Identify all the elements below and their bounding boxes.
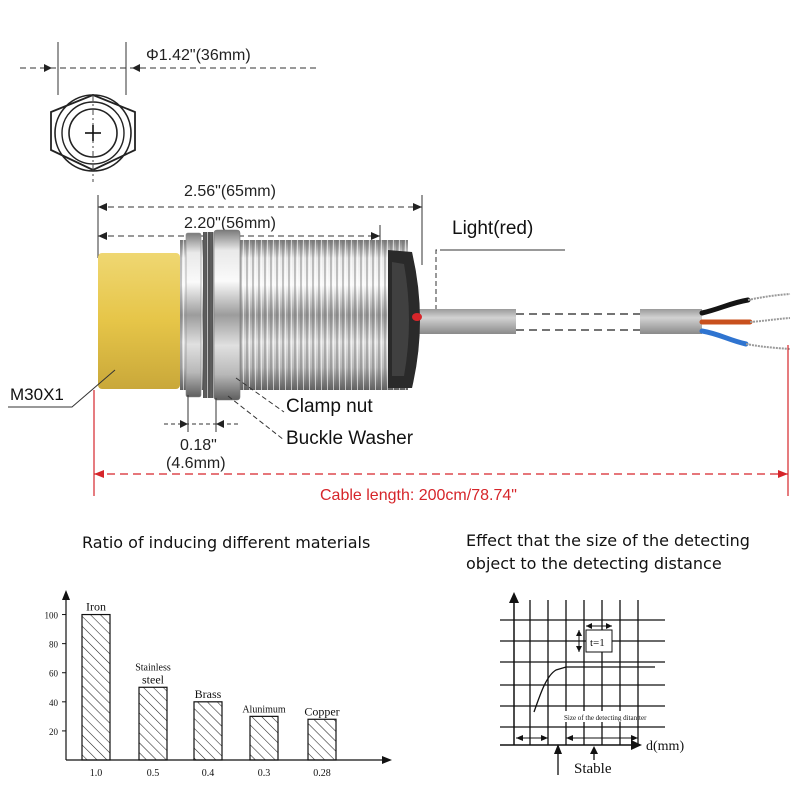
bar	[249, 715, 279, 761]
y-tick-label: 80	[49, 640, 59, 650]
y-tick-label: 100	[45, 611, 59, 621]
detect-curve	[533, 666, 655, 713]
graph-inner-label: Size of the detecting ditantter	[564, 714, 647, 722]
blue-wire	[699, 328, 749, 347]
total-length-label: 2.56"(65mm)	[184, 183, 276, 200]
bar-label: Copper	[304, 704, 339, 718]
light-callout-line	[420, 249, 445, 319]
graph-x-label: d(mm)	[646, 739, 684, 754]
chart-title: Ratio of inducing different materials	[82, 533, 370, 552]
front-view: Φ1.42"(36mm)	[20, 42, 318, 182]
light-label: Light(red)	[452, 218, 533, 239]
material-ratio-chart: Ratio of inducing different materials 20…	[45, 533, 392, 779]
graph-y-arrow-icon	[509, 592, 519, 603]
x-tick-label: 0.3	[258, 768, 271, 779]
washer-thickness-in: 0.18"	[180, 437, 217, 454]
bar	[193, 701, 223, 761]
graph-title-line1: Effect that the size of the detecting	[466, 531, 750, 550]
thread-length-label: 2.20"(56mm)	[184, 215, 276, 232]
nut-inner-circle	[61, 101, 125, 165]
cable-length-label: Cable length: 200cm/78.74"	[320, 487, 517, 504]
unit-label: t=1	[590, 637, 605, 649]
x-tick-label: 0.5	[147, 768, 160, 779]
sensing-face	[98, 253, 180, 389]
x-axis-arrow-icon	[382, 756, 392, 764]
arrow-right-icon	[44, 64, 52, 72]
bar-label: Stainless	[135, 662, 171, 673]
diameter-label: Φ1.42"(36mm)	[146, 47, 251, 64]
x-tick-label: 0.28	[313, 768, 331, 779]
arrow-left-icon	[132, 64, 140, 72]
side-view: 2.56"(65mm) 2.20"(56mm) Light(red)	[8, 183, 791, 504]
graph-title-line2: object to the detecting distance	[466, 554, 722, 573]
bar-label: steel	[142, 672, 165, 686]
cable-end	[640, 309, 702, 334]
graph-x-arrow-icon	[631, 740, 642, 750]
stable-arrow-icon	[554, 744, 562, 754]
washer	[185, 232, 202, 398]
red-indicator-light	[412, 313, 422, 321]
black-wire	[699, 297, 751, 316]
unit-box	[585, 629, 613, 653]
bar-label: Brass	[195, 687, 222, 701]
x-tick-label: 0.4	[202, 768, 215, 779]
y-tick-label: 20	[49, 727, 59, 737]
thread-spec-label: M30X1	[10, 385, 64, 404]
graph-grid	[500, 600, 665, 745]
distance-graph: Effect that the size of the detecting ob…	[466, 531, 750, 777]
bar-label: Alunimum	[242, 704, 286, 715]
y-tick-label: 60	[49, 669, 59, 679]
bar	[307, 718, 337, 761]
bar-label: Iron	[86, 600, 106, 614]
bar	[138, 686, 168, 761]
washer-label: Buckle Washer	[286, 428, 414, 449]
bar	[81, 613, 111, 761]
clamp-nut	[213, 229, 241, 401]
y-axis-arrow-icon	[62, 590, 70, 600]
y-tick-label: 40	[49, 698, 59, 708]
stable-label: Stable	[574, 761, 612, 777]
washer-thickness-mm: (4.6mm)	[166, 455, 226, 472]
clamp-nut-label: Clamp nut	[286, 396, 373, 417]
x-tick-label: 1.0	[90, 768, 103, 779]
cable-segment	[418, 309, 516, 334]
